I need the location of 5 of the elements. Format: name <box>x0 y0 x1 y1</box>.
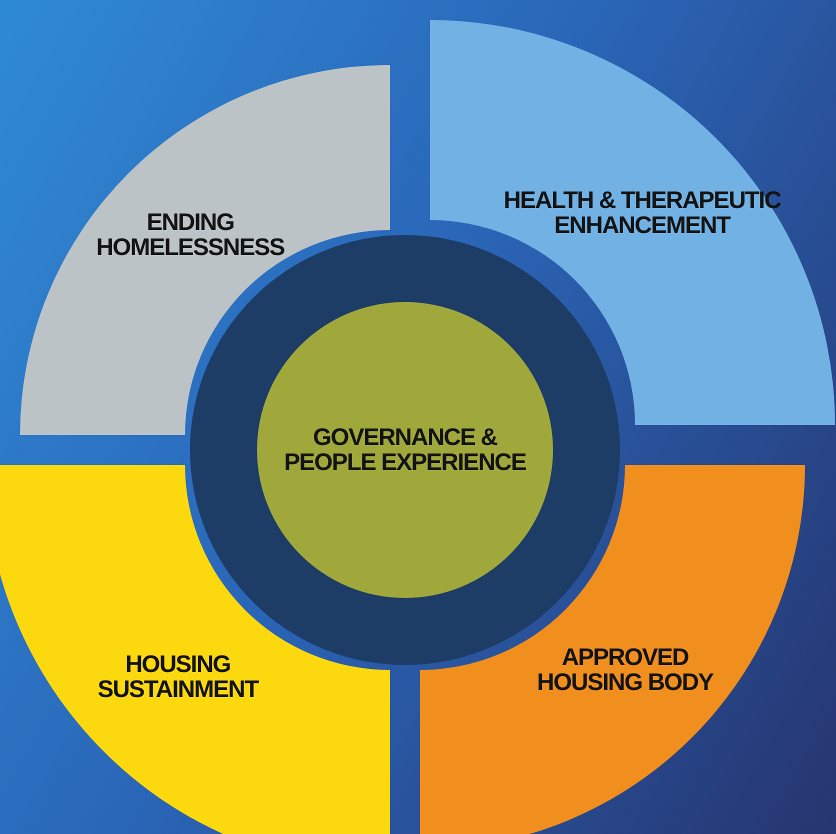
segment-label: HOUSING SUSTAINMENT <box>96 652 260 702</box>
segment-label: GOVERNANCE & PEOPLE EXPERIENCE <box>283 424 527 476</box>
segment-label: HEALTH & THERAPEUTIC ENHANCEMENT <box>502 188 782 238</box>
segment-label: ENDING HOMELESSNESS <box>95 210 286 260</box>
segment-label: APPROVED HOUSING BODY <box>536 644 714 696</box>
